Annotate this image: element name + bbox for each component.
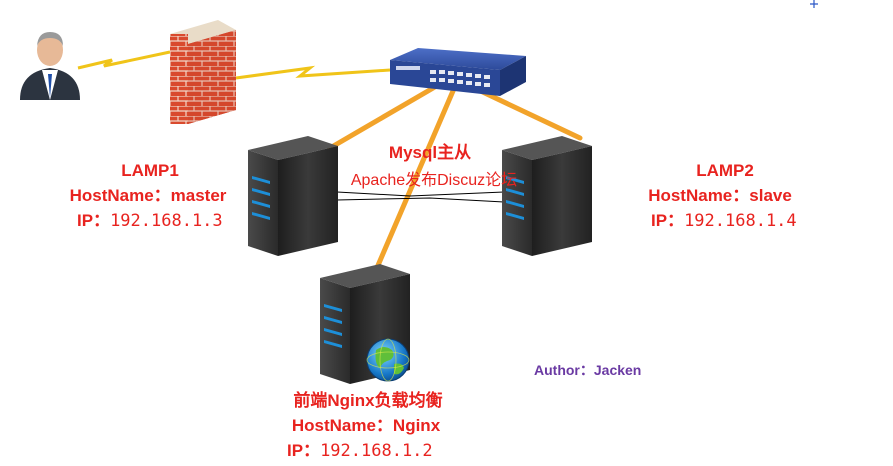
- lamp1-ip-prefix: IP：: [77, 211, 111, 230]
- server-icon-lamp2: [502, 136, 592, 256]
- lamp2-ip: 192.168.1.4: [684, 211, 797, 231]
- lamp1-hostname: HostName：master: [69, 186, 227, 205]
- server-icon-lamp1: [248, 136, 338, 256]
- link-switch-lamp1: [327, 81, 443, 151]
- lamp2-ip-row: IP：192.168.1.4: [651, 212, 797, 230]
- network-switch-icon: [390, 48, 526, 96]
- author-credit: Author：Jacken: [534, 362, 642, 378]
- server-icon-nginx: [320, 264, 410, 384]
- nginx-ip-row: IP：192.168.1.2: [287, 442, 433, 460]
- nginx-ip-prefix: IP：: [287, 441, 321, 460]
- lamp2-ip-prefix: IP：: [651, 211, 685, 230]
- person-icon: [20, 32, 80, 100]
- link-caption-apache: Apache发布Discuz论坛: [350, 172, 518, 189]
- lamp1-name: LAMP1: [121, 161, 179, 180]
- lamp1-ip-row: IP：192.168.1.3: [77, 212, 223, 230]
- nginx-hostname: HostName：Nginx: [291, 416, 441, 435]
- cursor-mark: [810, 0, 818, 8]
- link-firewall-switch: [235, 65, 391, 80]
- link-user-firewall: [77, 50, 171, 70]
- nginx-ip: 192.168.1.2: [320, 441, 433, 461]
- lamp1-ip: 192.168.1.3: [110, 211, 223, 231]
- lamp2-hostname: HostName：slave: [648, 186, 792, 205]
- lamp2-name: LAMP2: [696, 161, 754, 180]
- nginx-name: 前端Nginx负载均衡: [293, 391, 443, 410]
- firewall-icon: [170, 20, 236, 124]
- link-lamp1-lamp2: [336, 191, 505, 203]
- globe-icon: [366, 338, 410, 382]
- link-switch-nginx: [373, 81, 459, 273]
- link-caption-mysql: Mysql主从: [388, 143, 472, 162]
